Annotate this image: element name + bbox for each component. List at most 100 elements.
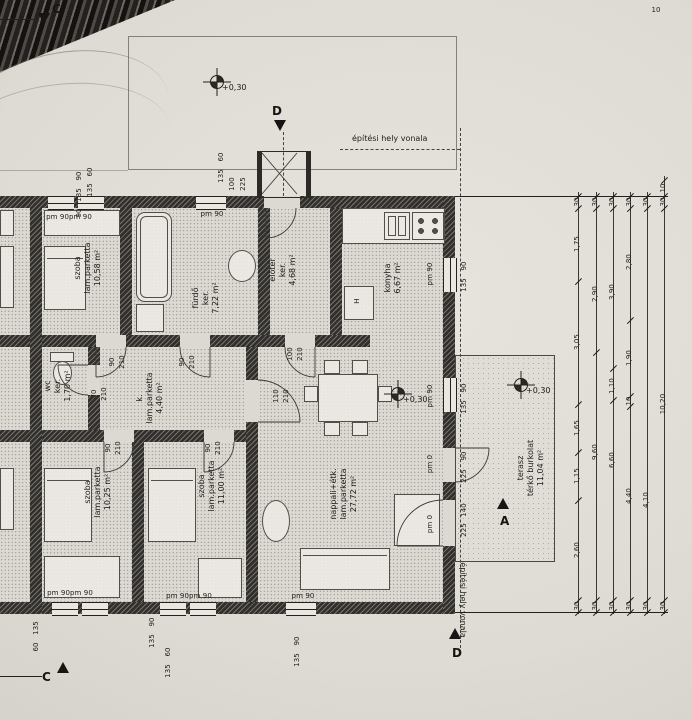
dim-label: 1,15: [573, 468, 581, 484]
room-name: konyha: [383, 263, 392, 293]
room-finish: lam.parketta: [339, 468, 348, 520]
dim-label: pm 90: [426, 262, 434, 286]
dining-table: [318, 374, 378, 422]
window: [443, 378, 457, 412]
wall: [30, 196, 42, 614]
dim-label: 30: [608, 197, 616, 207]
window: [443, 258, 457, 292]
window: [196, 196, 226, 210]
bed: [148, 468, 196, 542]
dim-label: 30: [642, 197, 650, 207]
dim-label: 90: [148, 617, 156, 627]
neighbor-furniture: [0, 468, 14, 530]
dim-label: 1,10: [608, 378, 616, 394]
washing-machine: [136, 304, 164, 332]
dim-chain-line: [613, 192, 614, 614]
dim-label: pm 0: [426, 454, 434, 474]
room-finish: ker.: [53, 378, 62, 394]
entrance-canopy: [257, 151, 311, 198]
wall: [330, 208, 342, 347]
dining-chair: [352, 422, 368, 436]
section-letter-d-bottom: D: [452, 646, 462, 660]
dim-label: 1,75: [573, 236, 581, 252]
dim-label: 90: [178, 357, 186, 367]
neighbor-wall: [0, 430, 30, 442]
room-name: k.: [135, 394, 144, 402]
section-letter-a: A: [500, 514, 510, 528]
dim-label: 135: [164, 664, 172, 678]
dim-label: 30: [573, 197, 581, 207]
dim-chain-line: [596, 192, 597, 614]
dim-label: 10: [651, 6, 661, 14]
section-letter-d-top: D: [272, 104, 282, 118]
dim-label: 2,60: [573, 542, 581, 558]
dim-label: 210: [214, 441, 222, 455]
elevation-value: +0,30: [403, 395, 428, 404]
dim-label: 10: [659, 183, 667, 193]
dim-label: pm 90: [200, 210, 224, 218]
door-opening: [443, 500, 455, 546]
room-area: 27,72 m²: [349, 475, 358, 513]
room-finish: lam.parketta: [93, 466, 102, 518]
section-line-c: [0, 19, 38, 20]
dim-label: pm 90pm 90: [166, 592, 212, 600]
room-name: szoba: [83, 480, 92, 504]
dim-label: 3,05: [573, 334, 581, 350]
desk: [198, 558, 242, 598]
site-line-label-right: építési hely vonala: [458, 562, 468, 638]
elevation-marker: +0,30: [391, 387, 428, 404]
dim-label: 135: [460, 278, 468, 292]
window: [190, 602, 216, 616]
dim-label: 60: [164, 647, 172, 657]
section-line-d: [283, 132, 284, 196]
wall: [132, 442, 144, 602]
room-finish: ker.: [278, 262, 287, 278]
dining-chair: [324, 360, 340, 374]
dim-label: 110: [272, 389, 280, 403]
room-area: 10,58 m²: [93, 249, 102, 287]
dim-label: H: [353, 298, 361, 304]
dim-label: 1,65: [573, 420, 581, 436]
section-arrow-c-bottom: [57, 662, 69, 673]
dim-label: 210: [118, 355, 126, 369]
window: [52, 602, 78, 616]
room-name: fürdő: [191, 287, 200, 309]
paper-edge-line: [0, 170, 128, 171]
door-opening: [246, 380, 258, 422]
dim-label: 30: [608, 601, 616, 611]
room-name: terasz: [516, 455, 525, 481]
window: [160, 602, 186, 616]
room-area: 1,70 m²: [63, 370, 72, 402]
room-finish: lam.parketta: [207, 460, 216, 512]
dim-label: 210: [100, 387, 108, 401]
washbasin: [228, 250, 256, 282]
window: [286, 602, 316, 616]
section-letter-c-top: C: [52, 2, 61, 16]
room-area: 11,00 m²: [217, 467, 226, 505]
section-arrow-d-top: [274, 120, 286, 131]
dim-label: 3,90: [608, 284, 616, 300]
dim-label: 6,60: [608, 452, 616, 468]
dim-label: 100: [286, 347, 294, 361]
room-area: 7,22 m²: [211, 282, 220, 314]
dim-label: 30: [642, 601, 650, 611]
dim-label: 2,90: [591, 286, 599, 302]
dim-label: 225: [460, 469, 468, 483]
dim-label: 90: [460, 261, 468, 271]
sofa: [300, 548, 390, 590]
dim-label: 10: [625, 396, 633, 406]
dining-chair: [304, 386, 318, 402]
bed: [44, 246, 86, 310]
room-area: 11,04 m²: [536, 449, 545, 487]
dim-chain-line: [647, 192, 648, 614]
dim-label: 60: [32, 642, 40, 652]
door-opening: [204, 430, 234, 442]
section-letter-c-bottom: C: [42, 670, 51, 684]
